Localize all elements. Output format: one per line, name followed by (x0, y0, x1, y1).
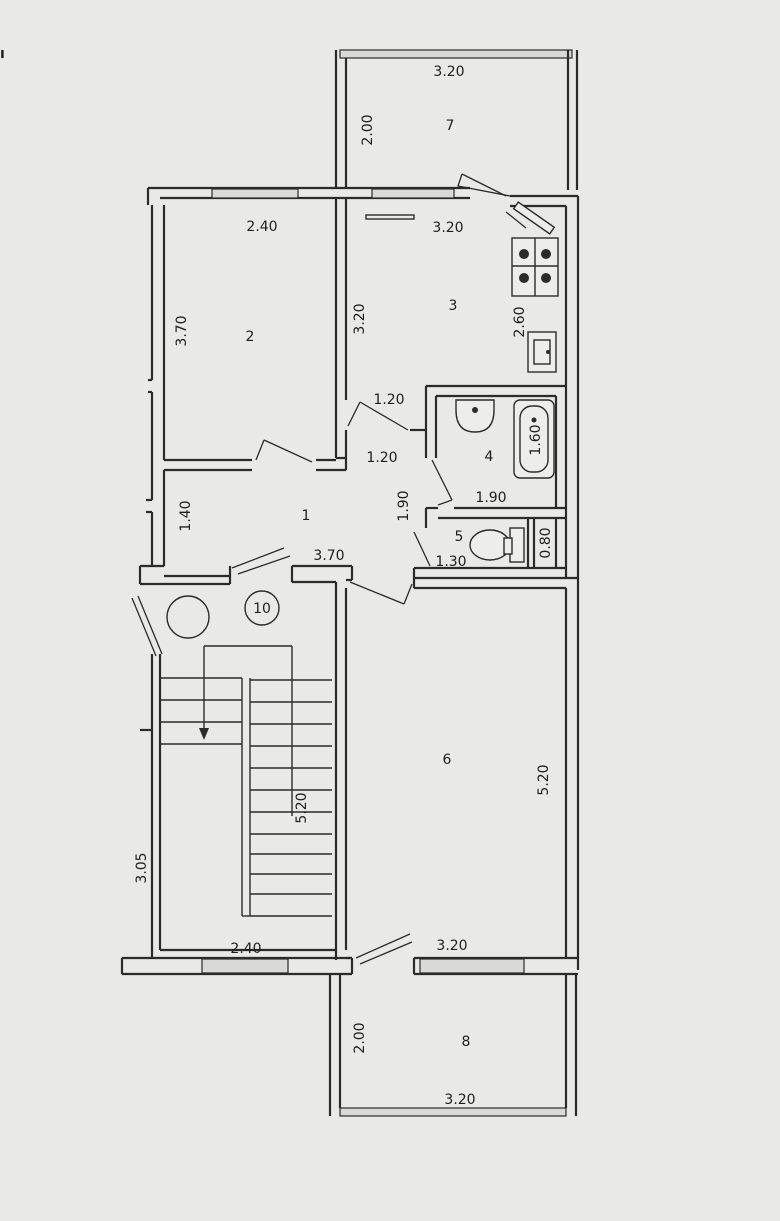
dim-wc-width: 1.30 (435, 554, 466, 570)
dim-balcony-bottom-depth: 2.00 (352, 1022, 368, 1053)
outer-walls (146, 186, 580, 970)
room-label-4: 4 (485, 449, 494, 465)
balcony-bottom (328, 956, 578, 1117)
dim-hall-side: 1.40 (178, 500, 194, 531)
dim-kitchen-length: 3.20 (352, 303, 368, 334)
shaft-circle (166, 595, 210, 639)
dim-wc-side: 0.80 (538, 527, 554, 558)
sliding-window-mark (365, 214, 415, 220)
dim-bath-side: 1.90 (396, 490, 412, 521)
dim-corridor-b: 1.20 (366, 450, 397, 466)
dimension-labels: 3.20 2.00 2.40 3.20 3.70 3.20 2.60 1.20 … (134, 64, 554, 1108)
dim-hall-width: 3.70 (313, 548, 344, 564)
room-label-10: 10 (253, 601, 271, 617)
room-label-8: 7 (446, 118, 455, 134)
room-label-3: 3 (449, 298, 458, 314)
dim-stair-bottom-width: 2.40 (230, 941, 261, 957)
dim-bath-length: 1.60 (528, 424, 544, 455)
room-label-6: 6 (443, 752, 452, 768)
corner-mark: ı (0, 46, 5, 62)
stair-area (120, 595, 354, 976)
dim-kitchen-width: 3.20 (432, 220, 463, 236)
dim-stair-length: 5.20 (294, 792, 310, 823)
dim-balcony-top-depth: 2.00 (360, 114, 376, 145)
doors (131, 173, 527, 965)
room-label-5: 5 (455, 529, 464, 545)
room-label-1: 1 (302, 508, 311, 524)
room-label-7: 8 (462, 1034, 471, 1050)
range-hood (512, 201, 556, 235)
dim-balcony-bottom-width: 3.20 (444, 1092, 475, 1108)
fixtures (365, 201, 559, 563)
dim-room6-length: 5.20 (536, 764, 552, 795)
washbasin-icon (455, 399, 495, 433)
balcony-top (334, 49, 579, 190)
room-label-10-circle (244, 590, 280, 626)
room-label-2: 2 (246, 329, 255, 345)
dim-room2-width: 2.40 (246, 219, 277, 235)
dim-room6-width: 3.20 (436, 938, 467, 954)
dim-kitchen-side: 2.60 (512, 306, 528, 337)
dim-balcony-top-width: 3.20 (433, 64, 464, 80)
interior-walls (138, 198, 578, 960)
dim-room2-length: 3.70 (174, 315, 190, 346)
dim-stair-side: 3.05 (134, 852, 150, 883)
dim-bath-width: 1.90 (475, 490, 506, 506)
dim-corridor-a: 1.20 (373, 392, 404, 408)
room-labels: 7 2 3 4 1 5 10 6 8 (244, 118, 494, 1050)
stair-arrow-icon (199, 728, 209, 740)
